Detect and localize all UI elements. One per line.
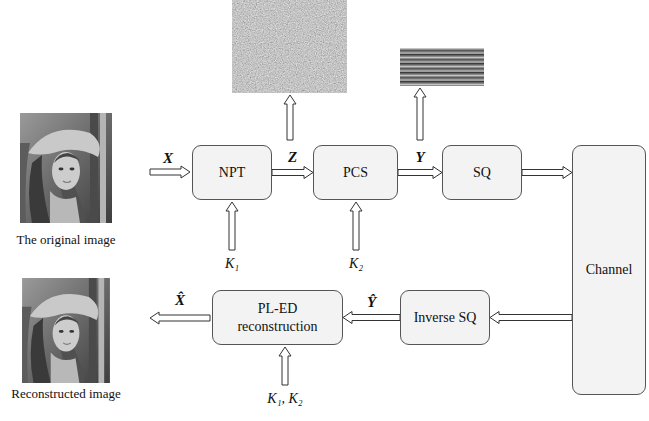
variable-label: X xyxy=(161,150,175,167)
variable-label: Y xyxy=(413,148,426,165)
key-label: K₂ xyxy=(347,256,365,272)
flow-arrow xyxy=(490,312,572,324)
output-arrow xyxy=(150,312,210,324)
key-label: K₁ xyxy=(223,256,241,272)
preview-arrow xyxy=(414,88,426,140)
variable-label: X̂ xyxy=(173,292,187,309)
box-text: PL-ED reconstruction xyxy=(223,300,332,335)
image-caption: The original image xyxy=(15,232,118,248)
process-box: PL-ED reconstruction xyxy=(212,290,343,345)
flow-arrow xyxy=(522,167,572,179)
box-text: Inverse SQ xyxy=(414,309,477,327)
key-arrow xyxy=(226,202,238,250)
box-text: SQ xyxy=(473,164,491,182)
flow-arrow xyxy=(343,312,400,324)
original-photo xyxy=(20,113,112,223)
variable-label: Ŷ xyxy=(365,293,378,310)
reconstructed-photo xyxy=(22,278,110,383)
image-caption: Reconstructed image xyxy=(9,386,122,402)
measurement-image xyxy=(232,0,347,93)
input-arrow xyxy=(150,166,190,178)
key-arrow xyxy=(279,347,291,385)
box-text: NPT xyxy=(219,164,245,182)
measurement-stripes xyxy=(400,48,484,86)
process-box: PCS xyxy=(313,145,398,200)
process-box: NPT xyxy=(192,145,272,200)
key-arrow xyxy=(350,202,362,250)
box-text: Channel xyxy=(586,261,633,279)
process-box: SQ xyxy=(442,145,522,200)
channel-box: Channel xyxy=(572,145,646,395)
key-label: K₁, K₂ xyxy=(265,391,304,407)
flow-arrow xyxy=(272,167,313,179)
preview-arrow xyxy=(284,95,296,140)
process-box: Inverse SQ xyxy=(400,290,490,345)
box-text: PCS xyxy=(343,164,368,182)
variable-label: Z xyxy=(286,148,299,165)
flow-arrow xyxy=(398,167,442,179)
